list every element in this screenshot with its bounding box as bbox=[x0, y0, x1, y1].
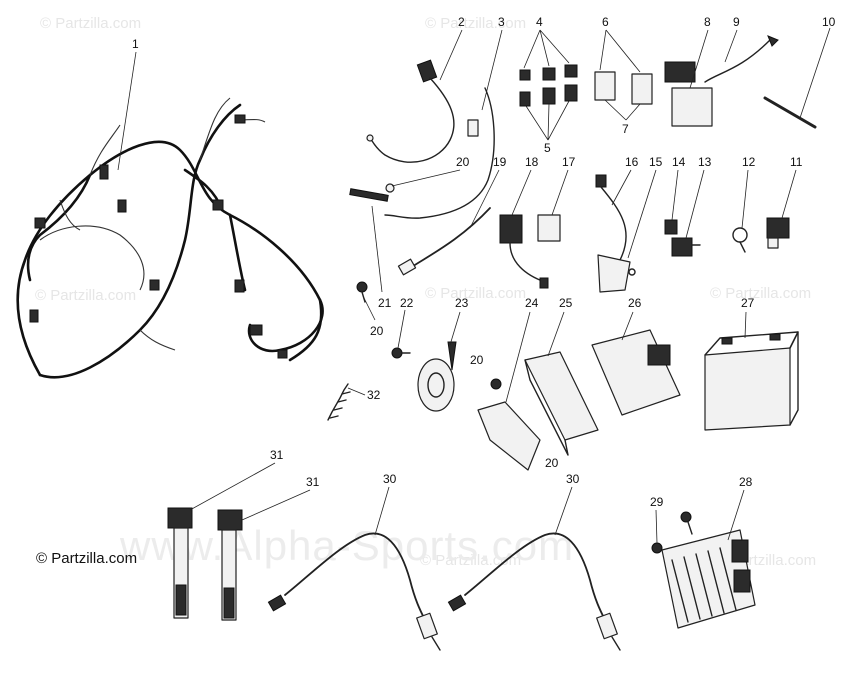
watermark: © Partzilla.com bbox=[425, 15, 526, 32]
part-2-cable bbox=[366, 59, 455, 163]
callout-20: 20 bbox=[470, 353, 484, 367]
callout-5: 5 bbox=[544, 141, 551, 155]
connector-icon bbox=[34, 217, 46, 229]
part-12-clip bbox=[732, 227, 748, 253]
part-23-horn bbox=[417, 341, 457, 412]
callout-25: 25 bbox=[559, 296, 573, 310]
callout-9: 9 bbox=[733, 15, 740, 29]
callout-14: 14 bbox=[672, 155, 686, 169]
leader-lines bbox=[117, 27, 831, 544]
part-28-regulator bbox=[661, 529, 756, 629]
callout-23: 23 bbox=[455, 296, 469, 310]
part-22-bolt bbox=[391, 347, 411, 359]
callout-31: 31 bbox=[306, 475, 320, 489]
part-15-16-sensor bbox=[595, 174, 636, 293]
connector-icon bbox=[149, 279, 160, 291]
part-18-module bbox=[499, 214, 549, 289]
callout-26: 26 bbox=[628, 296, 642, 310]
part-31-ignition-coil-left bbox=[167, 507, 193, 619]
part-24-bracket bbox=[477, 401, 541, 471]
connector-icon bbox=[99, 164, 109, 180]
part-30-sensor-right bbox=[447, 532, 621, 651]
part-17-connector bbox=[537, 214, 561, 242]
part-11-sensor bbox=[766, 217, 790, 249]
part-1-wiring-harness bbox=[16, 97, 324, 379]
part-14-relay bbox=[664, 219, 678, 235]
part-3-cable bbox=[384, 87, 495, 219]
connector-icon bbox=[234, 279, 245, 293]
callout-7: 7 bbox=[622, 122, 629, 136]
part-6-7-fuses bbox=[594, 71, 653, 105]
connector-icon bbox=[212, 199, 224, 211]
callout-22: 22 bbox=[400, 296, 414, 310]
part-9-lever bbox=[704, 35, 779, 83]
watermark: © Partzilla.com bbox=[420, 552, 521, 569]
connector-icon bbox=[416, 59, 438, 83]
watermark: © Partzilla.com bbox=[710, 285, 811, 302]
callout-16: 16 bbox=[625, 155, 639, 169]
part-30-sensor-left bbox=[267, 532, 441, 651]
callout-20: 20 bbox=[456, 155, 470, 169]
callout-3: 3 bbox=[498, 15, 505, 29]
part-4-5-relays bbox=[519, 64, 578, 107]
callout-6: 6 bbox=[602, 15, 609, 29]
callout-21: 21 bbox=[378, 296, 392, 310]
callout-30: 30 bbox=[566, 472, 580, 486]
watermark: © Partzilla.com bbox=[40, 15, 141, 32]
callout-17: 17 bbox=[562, 155, 576, 169]
callout-2: 2 bbox=[458, 15, 465, 29]
connector-icon bbox=[234, 114, 246, 124]
callout-27: 27 bbox=[741, 296, 755, 310]
connector-icon bbox=[29, 309, 39, 323]
callout-1: 1 bbox=[132, 37, 139, 51]
callout-12: 12 bbox=[742, 155, 756, 169]
part-31-ignition-coil-right bbox=[217, 509, 243, 621]
callout-18: 18 bbox=[525, 155, 539, 169]
callout-29: 29 bbox=[650, 495, 664, 509]
part-19-cable bbox=[397, 207, 491, 276]
part-26-ecu bbox=[591, 329, 681, 416]
callout-20: 20 bbox=[545, 456, 559, 470]
part-13-relay bbox=[671, 237, 701, 257]
connector-icon bbox=[277, 349, 288, 359]
callout-31: 31 bbox=[270, 448, 284, 462]
connector-icon bbox=[467, 119, 479, 137]
callout-10: 10 bbox=[822, 15, 836, 29]
watermark: © Partzilla.com bbox=[425, 285, 526, 302]
copyright-notice: © Partzilla.com bbox=[36, 550, 138, 567]
callout-19: 19 bbox=[493, 155, 507, 169]
callout-20: 20 bbox=[370, 324, 384, 338]
callout-24: 24 bbox=[525, 296, 539, 310]
callout-labels: 1 2 3 4 5 6 7 8 9 10 11 12 13 14 15 16 1… bbox=[132, 15, 836, 509]
callout-11: 11 bbox=[790, 155, 803, 169]
part-32-spring bbox=[327, 383, 351, 421]
connector-icon bbox=[249, 324, 263, 336]
callout-8: 8 bbox=[704, 15, 711, 29]
part-10-rod bbox=[763, 96, 817, 129]
callout-32: 32 bbox=[367, 388, 381, 402]
part-8-starter-relay bbox=[664, 61, 713, 127]
connector-icon bbox=[117, 199, 127, 213]
callout-28: 28 bbox=[739, 475, 753, 489]
part-27-battery bbox=[704, 331, 799, 431]
callout-30: 30 bbox=[383, 472, 397, 486]
part-29-bolt bbox=[651, 511, 693, 554]
callout-15: 15 bbox=[649, 155, 663, 169]
part-21-bracket bbox=[349, 183, 395, 202]
watermark: © Partzilla.com bbox=[35, 287, 136, 304]
callout-4: 4 bbox=[536, 15, 543, 29]
callout-13: 13 bbox=[698, 155, 712, 169]
